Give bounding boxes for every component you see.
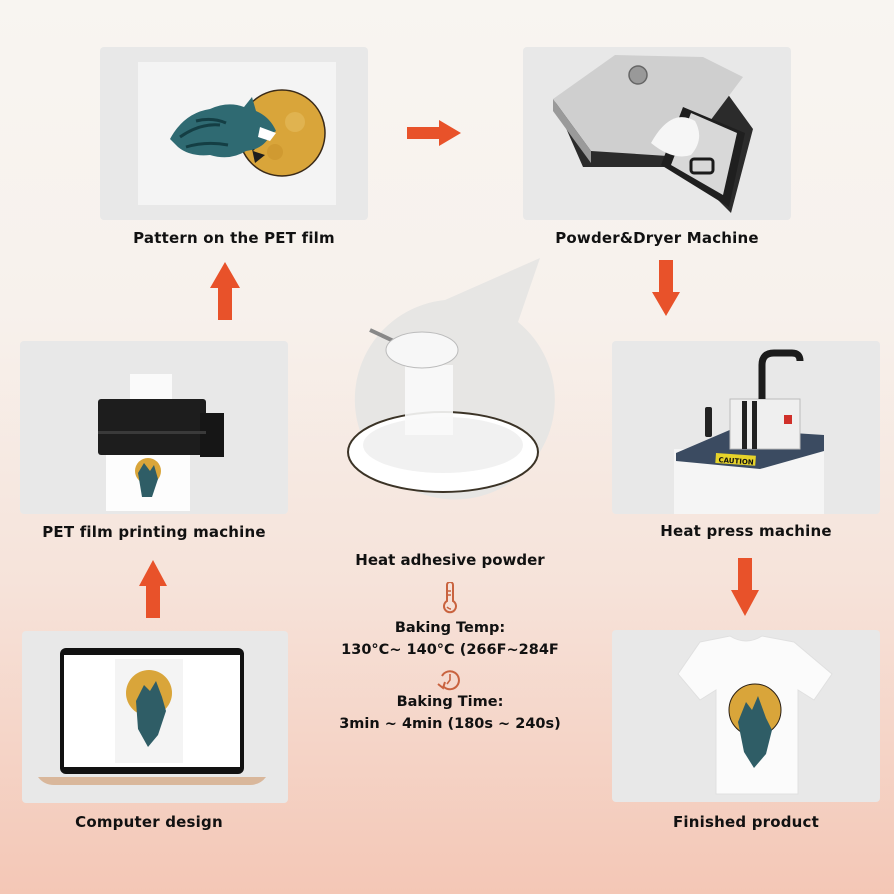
heat-press-panel: CAUTION <box>612 341 880 514</box>
caution-label: CAUTION <box>718 456 754 466</box>
baking-temp-title: Baking Temp: <box>394 620 506 636</box>
printer-image <box>98 374 224 511</box>
baking-temp-value: 130°C~ 140°C (266F~284F <box>341 642 559 658</box>
step-label-computer: Computer design <box>75 813 223 831</box>
step-label-dryer: Powder&Dryer Machine <box>555 229 759 247</box>
wolf-moon-artwork <box>170 89 326 177</box>
laptop-image <box>38 648 266 785</box>
step-label-finished: Finished product <box>672 813 820 831</box>
arrow-up-2 <box>139 560 167 618</box>
arrow-down-1 <box>652 260 680 316</box>
printer-panel <box>20 341 288 514</box>
computer-panel <box>22 631 288 803</box>
powder-stream <box>405 365 453 435</box>
step-label-heat-press: Heat press machine <box>660 522 832 540</box>
finished-panel <box>612 630 880 802</box>
arrow-up-1 <box>210 262 240 320</box>
baking-time-title: Baking Time: <box>396 694 504 710</box>
timer-icon <box>437 670 460 691</box>
baking-time-value: 3min ~ 4min (180s ~ 240s) <box>339 716 561 732</box>
heat-press-machine-image: CAUTION <box>674 349 824 514</box>
arrow-down-2 <box>731 558 759 616</box>
powder-label: Heat adhesive powder <box>355 551 545 569</box>
pattern-panel <box>100 47 368 220</box>
step-label-pattern: Pattern on the PET film <box>133 229 335 247</box>
dryer-panel <box>523 47 791 220</box>
tshirt-image <box>677 635 833 795</box>
arrow-right <box>407 120 461 146</box>
powder-bubble <box>347 258 555 500</box>
step-label-printer: PET film printing machine <box>42 523 266 541</box>
powder-dryer-machine-image <box>553 55 753 213</box>
thermometer-icon <box>443 582 457 614</box>
